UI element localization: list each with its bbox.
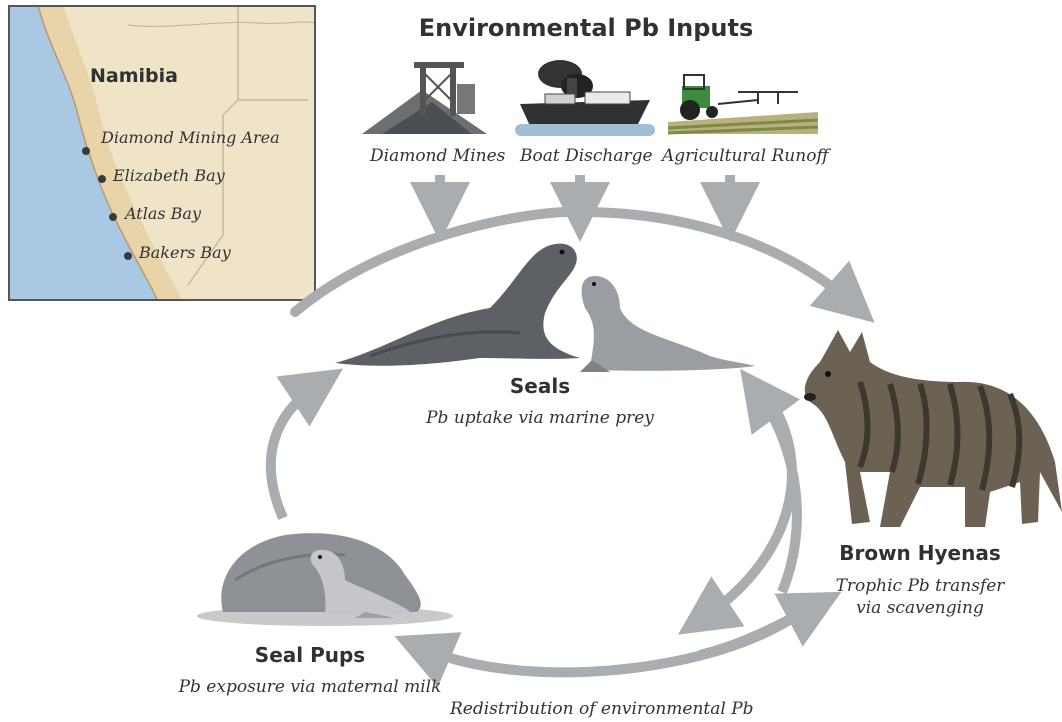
node-subtitle-seals: Pb uptake via marine prey <box>390 408 690 428</box>
source-label-boats: Boat Discharge <box>520 146 653 166</box>
mine-icon <box>362 62 492 142</box>
node-title-hyenas: Brown Hyenas <box>820 541 1020 565</box>
source-label-mines: Diamond Mines <box>370 146 505 166</box>
bottom-caption: Redistribution of environmental Pb <box>450 699 750 719</box>
hyena-illustration <box>800 322 1062 532</box>
node-subtitle-hyenas-1: Trophic Pb transfer <box>800 576 1040 596</box>
boat-icon <box>515 56 655 138</box>
node-subtitle-pups: Pb exposure via maternal milk <box>150 677 470 697</box>
seal-pups-illustration <box>195 520 455 630</box>
source-label-agri: Agricultural Runoff <box>662 146 829 166</box>
arrow-pups-to-seals <box>271 385 318 518</box>
node-title-seals: Seals <box>440 374 640 398</box>
node-title-pups: Seal Pups <box>210 643 410 667</box>
tractor-icon <box>668 70 818 140</box>
seals-illustration <box>330 238 760 378</box>
node-subtitle-hyenas-2: via scavenging <box>800 598 1040 618</box>
